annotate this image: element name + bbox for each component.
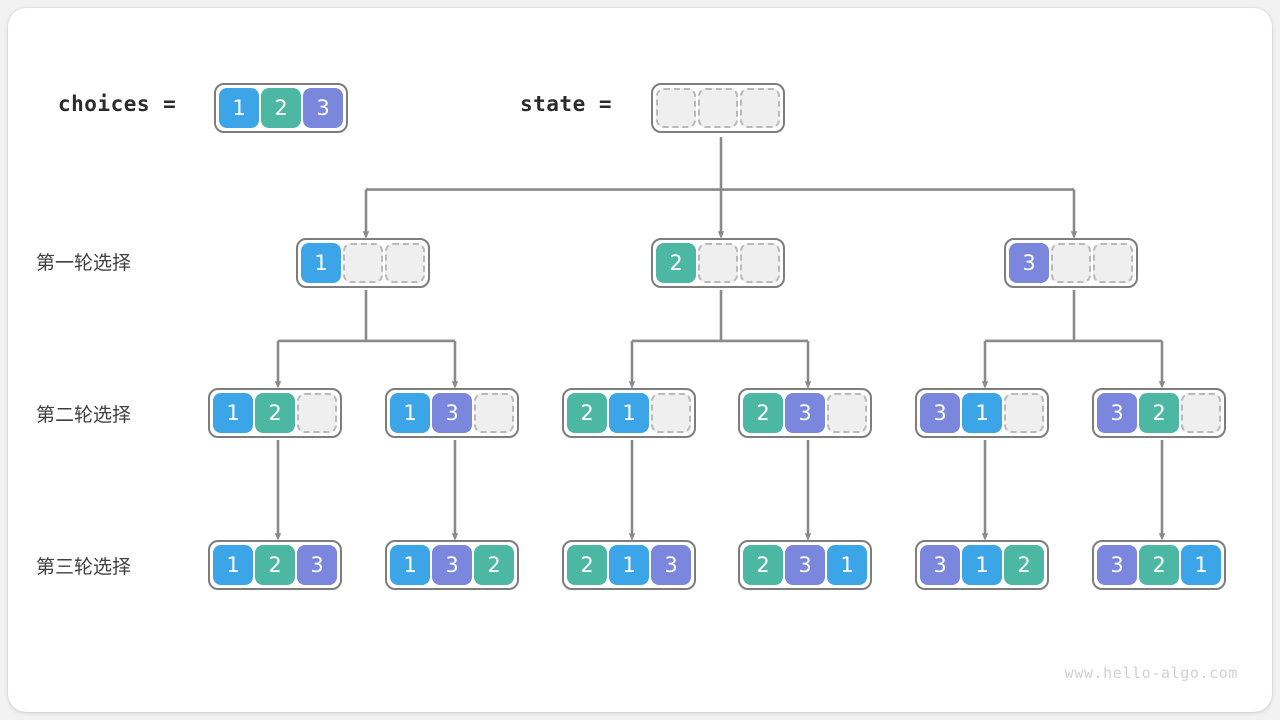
l2-n1-cell-0: 1 [213, 393, 253, 433]
row-label-round-3: 第三轮选择 [36, 556, 132, 578]
l3-n2-cell-2: 2 [474, 545, 514, 585]
row-label-round-2: 第二轮选择 [36, 404, 132, 426]
l3-n5-cell-2: 2 [1004, 545, 1044, 585]
l1-n1-empty-cell-1 [343, 243, 383, 283]
l2-n6-empty-cell-2 [1181, 393, 1221, 433]
l1-n3-cell-0: 3 [1009, 243, 1049, 283]
row-label-round-1: 第一轮选择 [36, 252, 132, 274]
l3-n3-cell-2: 3 [651, 545, 691, 585]
l3-n2-cell-1: 3 [432, 545, 472, 585]
l2-n1-empty-cell-2 [297, 393, 337, 433]
l2-n5-cell-0: 3 [920, 393, 960, 433]
l3-n3-cell-0: 2 [567, 545, 607, 585]
choices-cell-0: 1 [219, 88, 259, 128]
tree-node-l1-3: 3 [1004, 238, 1138, 288]
l2-n2-cell-0: 1 [390, 393, 430, 433]
l1-n2-cell-0: 2 [656, 243, 696, 283]
l3-n4-cell-2: 1 [827, 545, 867, 585]
l3-n6-cell-0: 3 [1097, 545, 1137, 585]
l2-n2-cell-1: 3 [432, 393, 472, 433]
l1-n3-empty-cell-2 [1093, 243, 1133, 283]
l3-n2-cell-0: 1 [390, 545, 430, 585]
l3-n6-cell-2: 1 [1181, 545, 1221, 585]
l2-n2-empty-cell-2 [474, 393, 514, 433]
choices-label: choices = [58, 92, 177, 116]
state-root-empty-cell-0 [656, 88, 696, 128]
choices-cell-1: 2 [261, 88, 301, 128]
l1-n1-cell-0: 1 [301, 243, 341, 283]
watermark: www.hello-algo.com [1064, 664, 1238, 682]
l3-n1-cell-1: 2 [255, 545, 295, 585]
l3-n1-cell-2: 3 [297, 545, 337, 585]
tree-node-l1-1: 1 [296, 238, 430, 288]
l2-n4-cell-1: 3 [785, 393, 825, 433]
l2-n4-empty-cell-2 [827, 393, 867, 433]
l3-n3-cell-1: 1 [609, 545, 649, 585]
l2-n5-cell-1: 1 [962, 393, 1002, 433]
l2-n1-cell-1: 2 [255, 393, 295, 433]
tree-node-l1-2: 2 [651, 238, 785, 288]
l1-n2-empty-cell-1 [698, 243, 738, 283]
state-root-empty-cell-2 [740, 88, 780, 128]
state-label: state = [520, 92, 613, 116]
state-root-empty-cell-1 [698, 88, 738, 128]
l3-n5-cell-1: 1 [962, 545, 1002, 585]
diagram-card [8, 8, 1272, 712]
l2-n6-cell-1: 2 [1139, 393, 1179, 433]
l1-n3-empty-cell-1 [1051, 243, 1091, 283]
choices-cell-2: 3 [303, 88, 343, 128]
state-array-root [651, 83, 785, 133]
l1-n2-empty-cell-2 [740, 243, 780, 283]
l3-n6-cell-1: 2 [1139, 545, 1179, 585]
l3-n4-cell-0: 2 [743, 545, 783, 585]
l2-n4-cell-0: 2 [743, 393, 783, 433]
l3-n1-cell-0: 1 [213, 545, 253, 585]
l2-n5-empty-cell-2 [1004, 393, 1044, 433]
l1-n1-empty-cell-2 [385, 243, 425, 283]
l2-n6-cell-0: 3 [1097, 393, 1137, 433]
l3-n4-cell-1: 3 [785, 545, 825, 585]
l2-n3-cell-1: 1 [609, 393, 649, 433]
l3-n5-cell-0: 3 [920, 545, 960, 585]
l2-n3-empty-cell-2 [651, 393, 691, 433]
l2-n3-cell-0: 2 [567, 393, 607, 433]
